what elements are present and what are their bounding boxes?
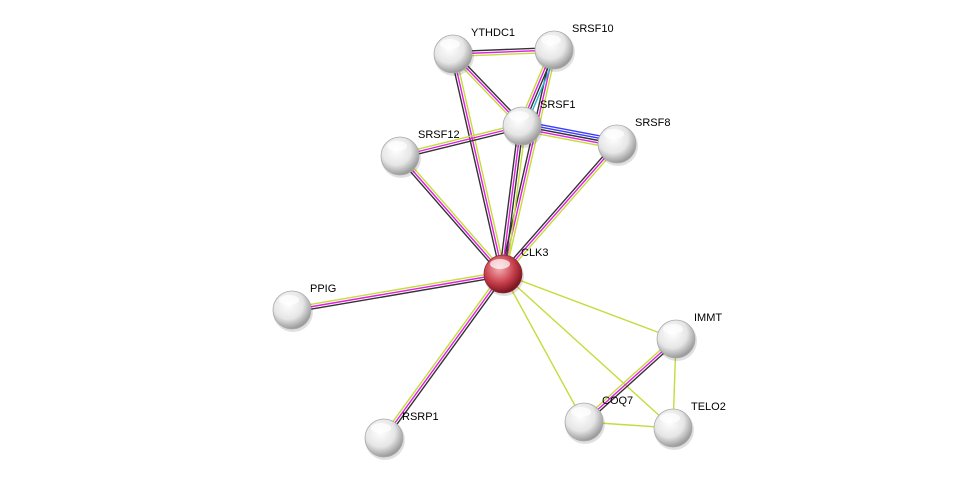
edge-clk3-srsf1[interactable]: [498, 125, 527, 275]
edge-clk3-telo2[interactable]: [502, 273, 674, 429]
edge-clk3-srsf8[interactable]: [500, 141, 620, 277]
edge-evidence-textmining: [291, 270, 503, 309]
edge-evidence-textmining: [381, 272, 502, 438]
edge-evidence-coexpression: [400, 127, 523, 160]
node-ppig[interactable]: PPIG: [272, 283, 336, 332]
node-label: SRSF12: [418, 129, 460, 141]
node-highlight: [660, 413, 680, 423]
node-highlight: [490, 259, 510, 269]
edge-evidence-textmining: [504, 50, 558, 275]
edge-evidence-experiments: [291, 273, 504, 311]
node-label: COQ7: [602, 395, 633, 407]
node-srsf8[interactable]: SRSF8: [597, 117, 670, 166]
edge-evidence-textmining: [401, 153, 506, 273]
edge-immt-coq7[interactable]: [581, 336, 679, 425]
node-immt[interactable]: IMMT: [656, 312, 722, 361]
node-label: PPIG: [310, 283, 336, 295]
edge-evidence-textmining: [505, 126, 527, 275]
edge-clk3-ythdc1[interactable]: [449, 53, 507, 275]
node-rsrp1[interactable]: RSRP1: [364, 411, 439, 460]
node-srsf10[interactable]: SRSF10: [534, 23, 614, 72]
node-highlight: [387, 141, 407, 151]
edge-evidence-textmining: [504, 145, 620, 277]
edge-srsf1-srsf12[interactable]: [399, 122, 523, 160]
node-label: YTHDC1: [471, 27, 515, 39]
edge-evidence-coexpression: [503, 126, 524, 275]
edge-clk3-srsf12[interactable]: [397, 153, 506, 277]
edge-clk3-ppig[interactable]: [291, 270, 504, 314]
edge-evidence-coexpression: [585, 340, 679, 425]
edge-evidence-coexpression: [385, 274, 506, 440]
node-label: IMMT: [694, 312, 722, 324]
node-coq7[interactable]: COQ7: [564, 395, 633, 444]
edge-evidence-coexpression: [500, 141, 616, 273]
edge-evidence-experiments: [452, 53, 504, 275]
node-label: TELO2: [691, 401, 726, 413]
node-telo2[interactable]: TELO2: [653, 401, 726, 450]
edge-evidence-coexpression: [397, 157, 502, 277]
edge-evidence-experiments: [502, 143, 618, 275]
edge-clk3-immt[interactable]: [502, 273, 677, 340]
node-highlight: [541, 35, 561, 45]
node-srsf1[interactable]: SRSF1: [502, 99, 575, 148]
node-label: SRSF1: [540, 99, 575, 111]
edge-clk3-coq7[interactable]: [502, 273, 585, 423]
node-ythdc1[interactable]: YTHDC1: [433, 27, 515, 76]
edge-evidence-textmining: [399, 122, 522, 155]
node-label: SRSF8: [635, 117, 670, 129]
node-highlight: [663, 324, 683, 334]
edge-evidence-experiments: [399, 155, 504, 275]
node-highlight: [279, 295, 299, 305]
edge-evidence-experiments: [399, 125, 523, 157]
edge-clk3-rsrp1[interactable]: [381, 272, 506, 440]
edge-evidence-experiments: [383, 273, 504, 439]
edge-evidence-experiments: [583, 338, 677, 423]
edge-evidence-textmining: [581, 336, 675, 421]
node-label: RSRP1: [402, 411, 439, 423]
edge-evidence-textmining: [454, 53, 507, 274]
node-highlight: [440, 39, 460, 49]
node-label: CLK3: [521, 247, 549, 259]
node-srsf12[interactable]: SRSF12: [380, 129, 460, 178]
edge-evidence-textmining: [502, 273, 674, 429]
node-highlight: [509, 111, 529, 121]
edge-evidence-coexpression: [292, 275, 504, 314]
edge-evidence-experiments: [501, 125, 522, 274]
edge-evidence-coexpression: [449, 54, 502, 275]
node-highlight: [571, 407, 591, 417]
node-highlight: [371, 423, 391, 433]
edges-layer: [291, 46, 679, 440]
edge-evidence-textmining: [502, 273, 585, 423]
edge-evidence-textmining: [502, 273, 677, 340]
node-label: SRSF10: [572, 23, 614, 35]
node-highlight: [604, 129, 624, 139]
edge-evidence-coexpression: [498, 125, 520, 274]
node-clk3[interactable]: CLK3: [483, 247, 549, 296]
